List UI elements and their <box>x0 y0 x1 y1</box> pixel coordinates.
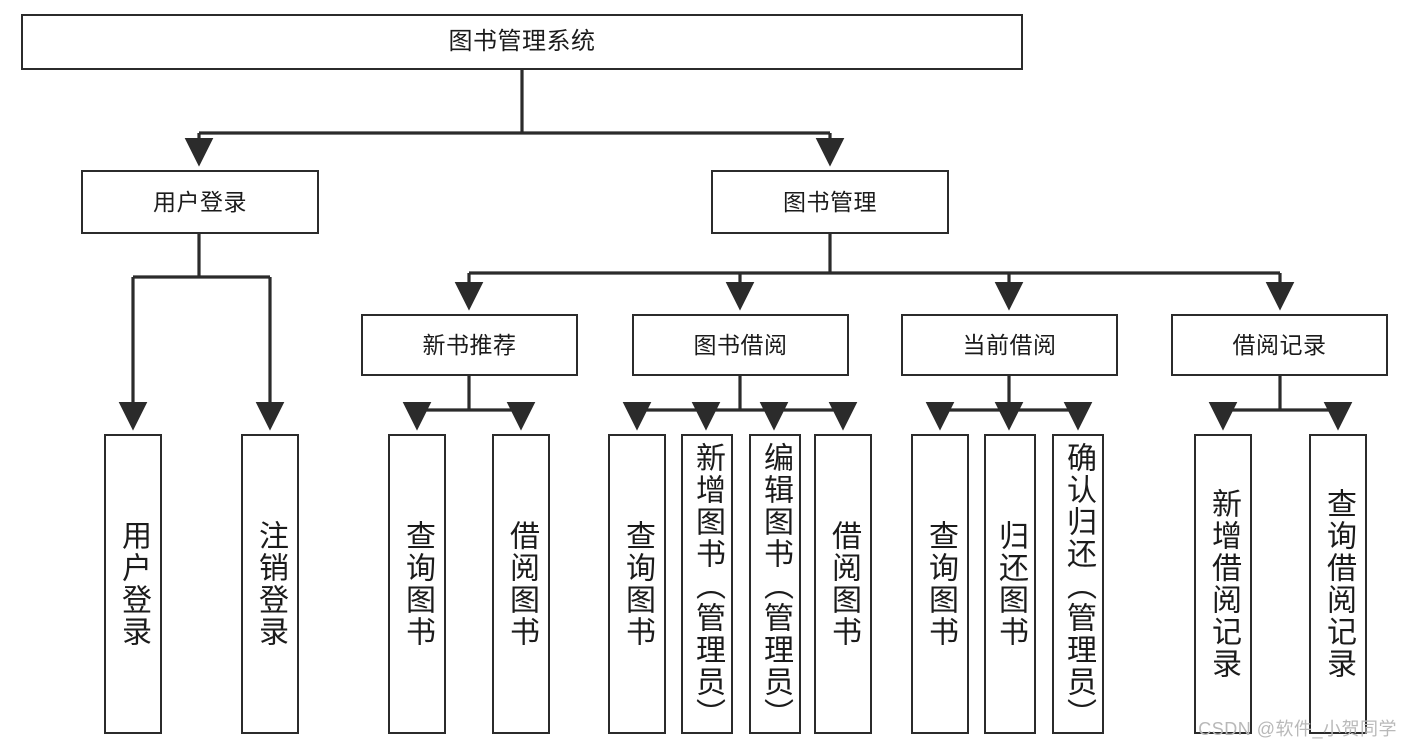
node-borrow-record[interactable]: 借阅记录 <box>1171 314 1388 376</box>
node-root[interactable]: 图书管理系统 <box>21 14 1023 70</box>
node-user-login[interactable]: 用户登录 <box>81 170 319 234</box>
node-leaf-confirm-return-label: 确认归还（管理员） <box>1062 442 1095 730</box>
node-leaf-add-record[interactable]: 新增借阅记录 <box>1194 434 1252 734</box>
node-book-management-label: 图书管理 <box>783 188 877 215</box>
node-borrow-record-label: 借阅记录 <box>1232 331 1327 358</box>
node-book-management[interactable]: 图书管理 <box>711 170 949 234</box>
node-leaf-user-login[interactable]: 用户登录 <box>104 434 162 734</box>
node-leaf-confirm-return[interactable]: 确认归还（管理员） <box>1052 434 1104 734</box>
node-current-borrow-label: 当前借阅 <box>962 331 1057 358</box>
node-leaf-query-record-label: 查询借阅记录 <box>1322 488 1355 680</box>
node-user-login-label: 用户登录 <box>153 188 247 215</box>
node-new-book-recommend[interactable]: 新书推荐 <box>361 314 578 376</box>
node-leaf-query-record[interactable]: 查询借阅记录 <box>1309 434 1367 734</box>
node-root-label: 图书管理系统 <box>448 28 596 56</box>
node-leaf-query-book-3[interactable]: 查询图书 <box>911 434 969 734</box>
node-leaf-logout-login-label: 注销登录 <box>254 520 287 648</box>
node-leaf-edit-book-label: 编辑图书（管理员） <box>759 442 792 730</box>
node-leaf-return-book-label: 归还图书 <box>994 520 1027 648</box>
node-leaf-query-book-1-label: 查询图书 <box>401 520 434 648</box>
node-leaf-add-book-label: 新增图书（管理员） <box>691 442 724 730</box>
node-leaf-add-book[interactable]: 新增图书（管理员） <box>681 434 733 734</box>
node-book-borrow-label: 图书借阅 <box>693 331 788 358</box>
node-book-borrow[interactable]: 图书借阅 <box>632 314 849 376</box>
node-leaf-query-book-2[interactable]: 查询图书 <box>608 434 666 734</box>
node-leaf-logout-login[interactable]: 注销登录 <box>241 434 299 734</box>
node-leaf-borrow-book-2[interactable]: 借阅图书 <box>814 434 872 734</box>
node-new-book-recommend-label: 新书推荐 <box>422 331 517 358</box>
node-leaf-borrow-book-1[interactable]: 借阅图书 <box>492 434 550 734</box>
node-leaf-return-book[interactable]: 归还图书 <box>984 434 1036 734</box>
node-current-borrow[interactable]: 当前借阅 <box>901 314 1118 376</box>
node-leaf-query-book-2-label: 查询图书 <box>621 520 654 648</box>
node-leaf-borrow-book-2-label: 借阅图书 <box>827 520 860 648</box>
node-leaf-edit-book[interactable]: 编辑图书（管理员） <box>749 434 801 734</box>
node-leaf-query-book-1[interactable]: 查询图书 <box>388 434 446 734</box>
watermark-text: CSDN @软件_小贺同学 <box>1198 719 1397 739</box>
node-leaf-add-record-label: 新增借阅记录 <box>1207 488 1240 680</box>
node-leaf-borrow-book-1-label: 借阅图书 <box>505 520 538 648</box>
node-leaf-query-book-3-label: 查询图书 <box>924 520 957 648</box>
node-leaf-user-login-label: 用户登录 <box>117 520 150 648</box>
